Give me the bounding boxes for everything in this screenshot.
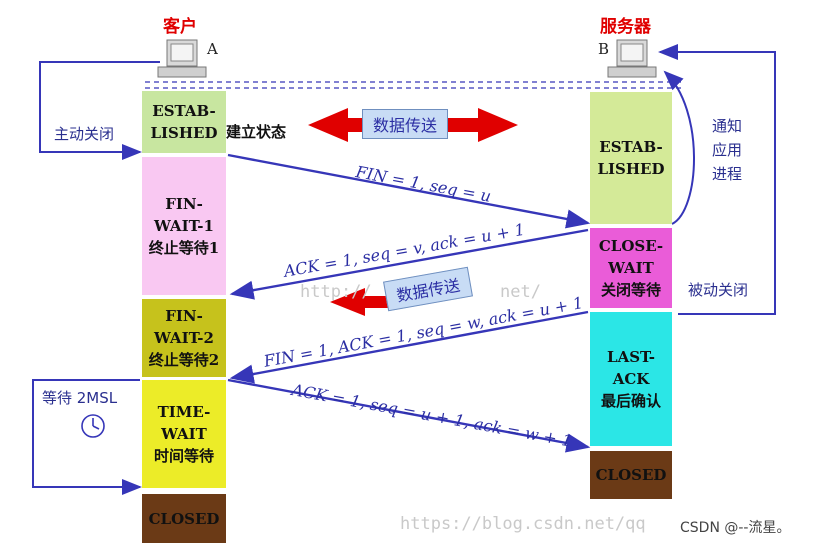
client-state-closed: CLOSED [142,494,226,543]
server-state-established: ESTAB- LISHED [590,92,672,224]
watermark-url-top: http:// [300,282,372,302]
server-title: 服务器 [600,17,651,37]
established-label: 建立状态 [226,123,287,141]
watermark-url-bottom: https://blog.csdn.net/qq [400,514,646,534]
clock-icon [81,414,105,438]
server-state-last-ack: LAST-ACK 最后确认 [590,312,672,446]
csdn-credit: CSDN @--流星。 [680,520,791,536]
client-node-label: A [207,40,218,58]
passive-close-label: 被动关闭 [688,281,749,299]
client-title: 客户 [163,17,197,37]
client-state-time-wait: TIME-WAIT 时间等待 [142,380,226,488]
wait-2msl-label: 等待 2MSL [42,389,118,407]
data-transfer-label: 数据传送 [362,109,449,139]
server-state-close-wait: CLOSE-WAIT 关闭等待 [590,228,672,308]
client-state-established: ESTAB- LISHED [142,91,226,153]
client-state-fin-wait-1: FIN-WAIT-1 终止等待1 [142,157,226,295]
client-state-fin-wait-2: FIN-WAIT-2 终止等待2 [142,299,226,377]
notify-app-label: 通知 应用 进程 [712,117,743,183]
active-close-label: 主动关闭 [54,125,115,143]
watermark-url-mid: net/ [500,282,541,302]
server-node-label: B [598,40,610,58]
server-state-closed: CLOSED [590,451,672,499]
computer-icon [157,39,207,78]
computer-icon [607,39,657,78]
